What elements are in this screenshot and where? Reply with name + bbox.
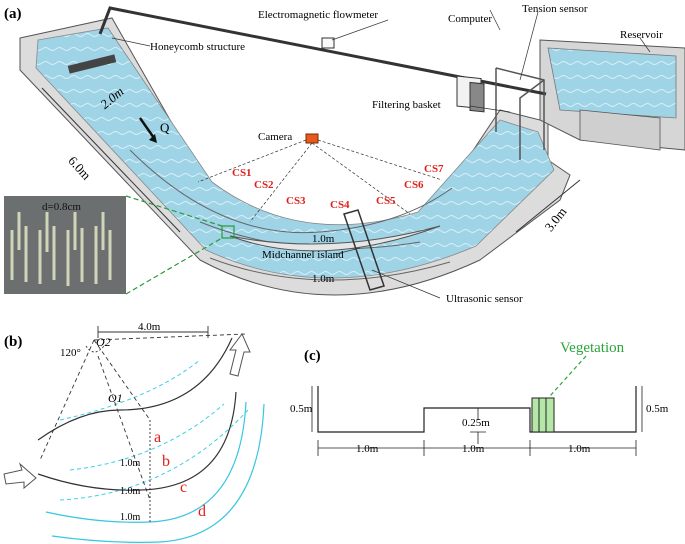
cs-label: CS2 bbox=[254, 179, 274, 191]
vegetation-leader-lines bbox=[125, 195, 223, 295]
vegetation-stems bbox=[10, 212, 112, 286]
height-right-label: 0.5m bbox=[646, 403, 669, 415]
dim-4m-ticks bbox=[97, 326, 209, 338]
panel-b: (b) 120° O2 O1 4.0m 1.0m 1.0m 1.0m a b c… bbox=[3, 321, 265, 543]
stem-diameter-label: d=0.8cm bbox=[42, 201, 81, 213]
honeycomb-bar bbox=[67, 54, 117, 74]
tension-sensor-label: Tension sensor bbox=[522, 3, 588, 15]
reservoir-label: Reservoir bbox=[620, 29, 663, 41]
computer-screen-dark bbox=[469, 81, 485, 113]
inner-wall-3 bbox=[209, 257, 451, 281]
o1-label: O1 bbox=[108, 391, 123, 405]
height-left-label: 0.5m bbox=[290, 403, 313, 415]
dim-6m-arrow bbox=[41, 87, 181, 233]
line-label-a: a bbox=[154, 429, 161, 446]
vegetation-block bbox=[531, 397, 555, 433]
inflow-arrow bbox=[3, 462, 37, 490]
supply-pipe bbox=[98, 6, 547, 96]
cs-label: CS7 bbox=[424, 163, 444, 175]
panel-c-label: (c) bbox=[304, 348, 321, 364]
channel-arc-outer bbox=[37, 337, 233, 441]
panel-a: (a) bbox=[4, 3, 685, 305]
vegetation-marker bbox=[221, 225, 235, 239]
angle-arc bbox=[85, 345, 105, 353]
width-dim-ticks bbox=[317, 440, 637, 456]
radial-dashed-lines bbox=[39, 333, 247, 501]
flowmeter-label: Electromagnetic flowmeter bbox=[258, 9, 378, 21]
island-height-dim bbox=[470, 407, 486, 444]
midchannel-island-label: Midchannel island bbox=[262, 249, 344, 261]
cs-label: CS1 bbox=[232, 167, 252, 179]
line-label-b: b bbox=[162, 453, 170, 470]
o2-label: O2 bbox=[96, 335, 111, 349]
line-label-c: c bbox=[180, 479, 187, 496]
camera-label: Camera bbox=[258, 131, 292, 143]
outflow-arrow bbox=[229, 333, 251, 377]
vegetation-photo bbox=[4, 196, 126, 294]
spacing-label: 1.0m bbox=[120, 486, 141, 497]
channel-arc-inner bbox=[37, 391, 237, 491]
width-label: 1.0m bbox=[462, 443, 485, 455]
dim-3m-arrow bbox=[515, 179, 581, 233]
island-height-label: 0.25m bbox=[462, 417, 490, 429]
q-arrow-head bbox=[149, 134, 157, 143]
vegetation-leader bbox=[549, 355, 587, 397]
reservoir-water bbox=[547, 47, 677, 119]
panel-b-label: (b) bbox=[4, 334, 22, 350]
panel-a-label: (a) bbox=[4, 6, 22, 22]
filtering-basket bbox=[495, 67, 545, 160]
spacing-label: 1.0m bbox=[120, 512, 141, 523]
line-label-d: d bbox=[198, 503, 206, 520]
cs-label: CS3 bbox=[286, 195, 306, 207]
inner-wall-1 bbox=[129, 149, 453, 234]
flume-water bbox=[35, 27, 555, 279]
cyan-dashed-arcs bbox=[59, 359, 249, 501]
vegetation-block-lines bbox=[538, 398, 547, 432]
width-outer-label: 1.0m bbox=[312, 273, 335, 285]
width-label: 1.0m bbox=[568, 443, 591, 455]
reservoir-front bbox=[579, 109, 661, 151]
label-leaders bbox=[111, 9, 651, 299]
flow-q-label: Q bbox=[160, 120, 170, 135]
ultrasonic-sensor-label: Ultrasonic sensor bbox=[446, 293, 523, 305]
q-arrow bbox=[138, 117, 156, 139]
length-6m-label: 6.0m bbox=[65, 153, 94, 183]
computer-label: Computer bbox=[448, 13, 492, 25]
vegetation-label: Vegetation bbox=[560, 340, 625, 356]
cs-label: CS4 bbox=[330, 199, 350, 211]
cyan-arc-2 bbox=[51, 403, 265, 543]
cs-label: CS5 bbox=[376, 195, 396, 207]
camera-icon bbox=[305, 133, 319, 144]
cyan-arc-1 bbox=[45, 401, 247, 523]
flowmeter-box bbox=[321, 37, 335, 49]
panel-c: (c) Vegetation 0.5m 0.5m 0.25m 1.0m 1.0m… bbox=[290, 340, 669, 456]
angle-label: 120° bbox=[60, 347, 81, 359]
filtering-basket-label: Filtering basket bbox=[372, 99, 441, 111]
midchannel-island-shape bbox=[229, 225, 441, 252]
width-inner-label: 1.0m bbox=[312, 233, 335, 245]
radius-4m-label: 4.0m bbox=[138, 321, 161, 333]
cs-label: CS6 bbox=[404, 179, 424, 191]
ultrasonic-carriage bbox=[343, 209, 385, 291]
camera-view-lines bbox=[197, 139, 443, 223]
honeycomb-label: Honeycomb structure bbox=[150, 41, 245, 53]
width-label: 1.0m bbox=[356, 443, 379, 455]
spacing-label: 1.0m bbox=[120, 458, 141, 469]
